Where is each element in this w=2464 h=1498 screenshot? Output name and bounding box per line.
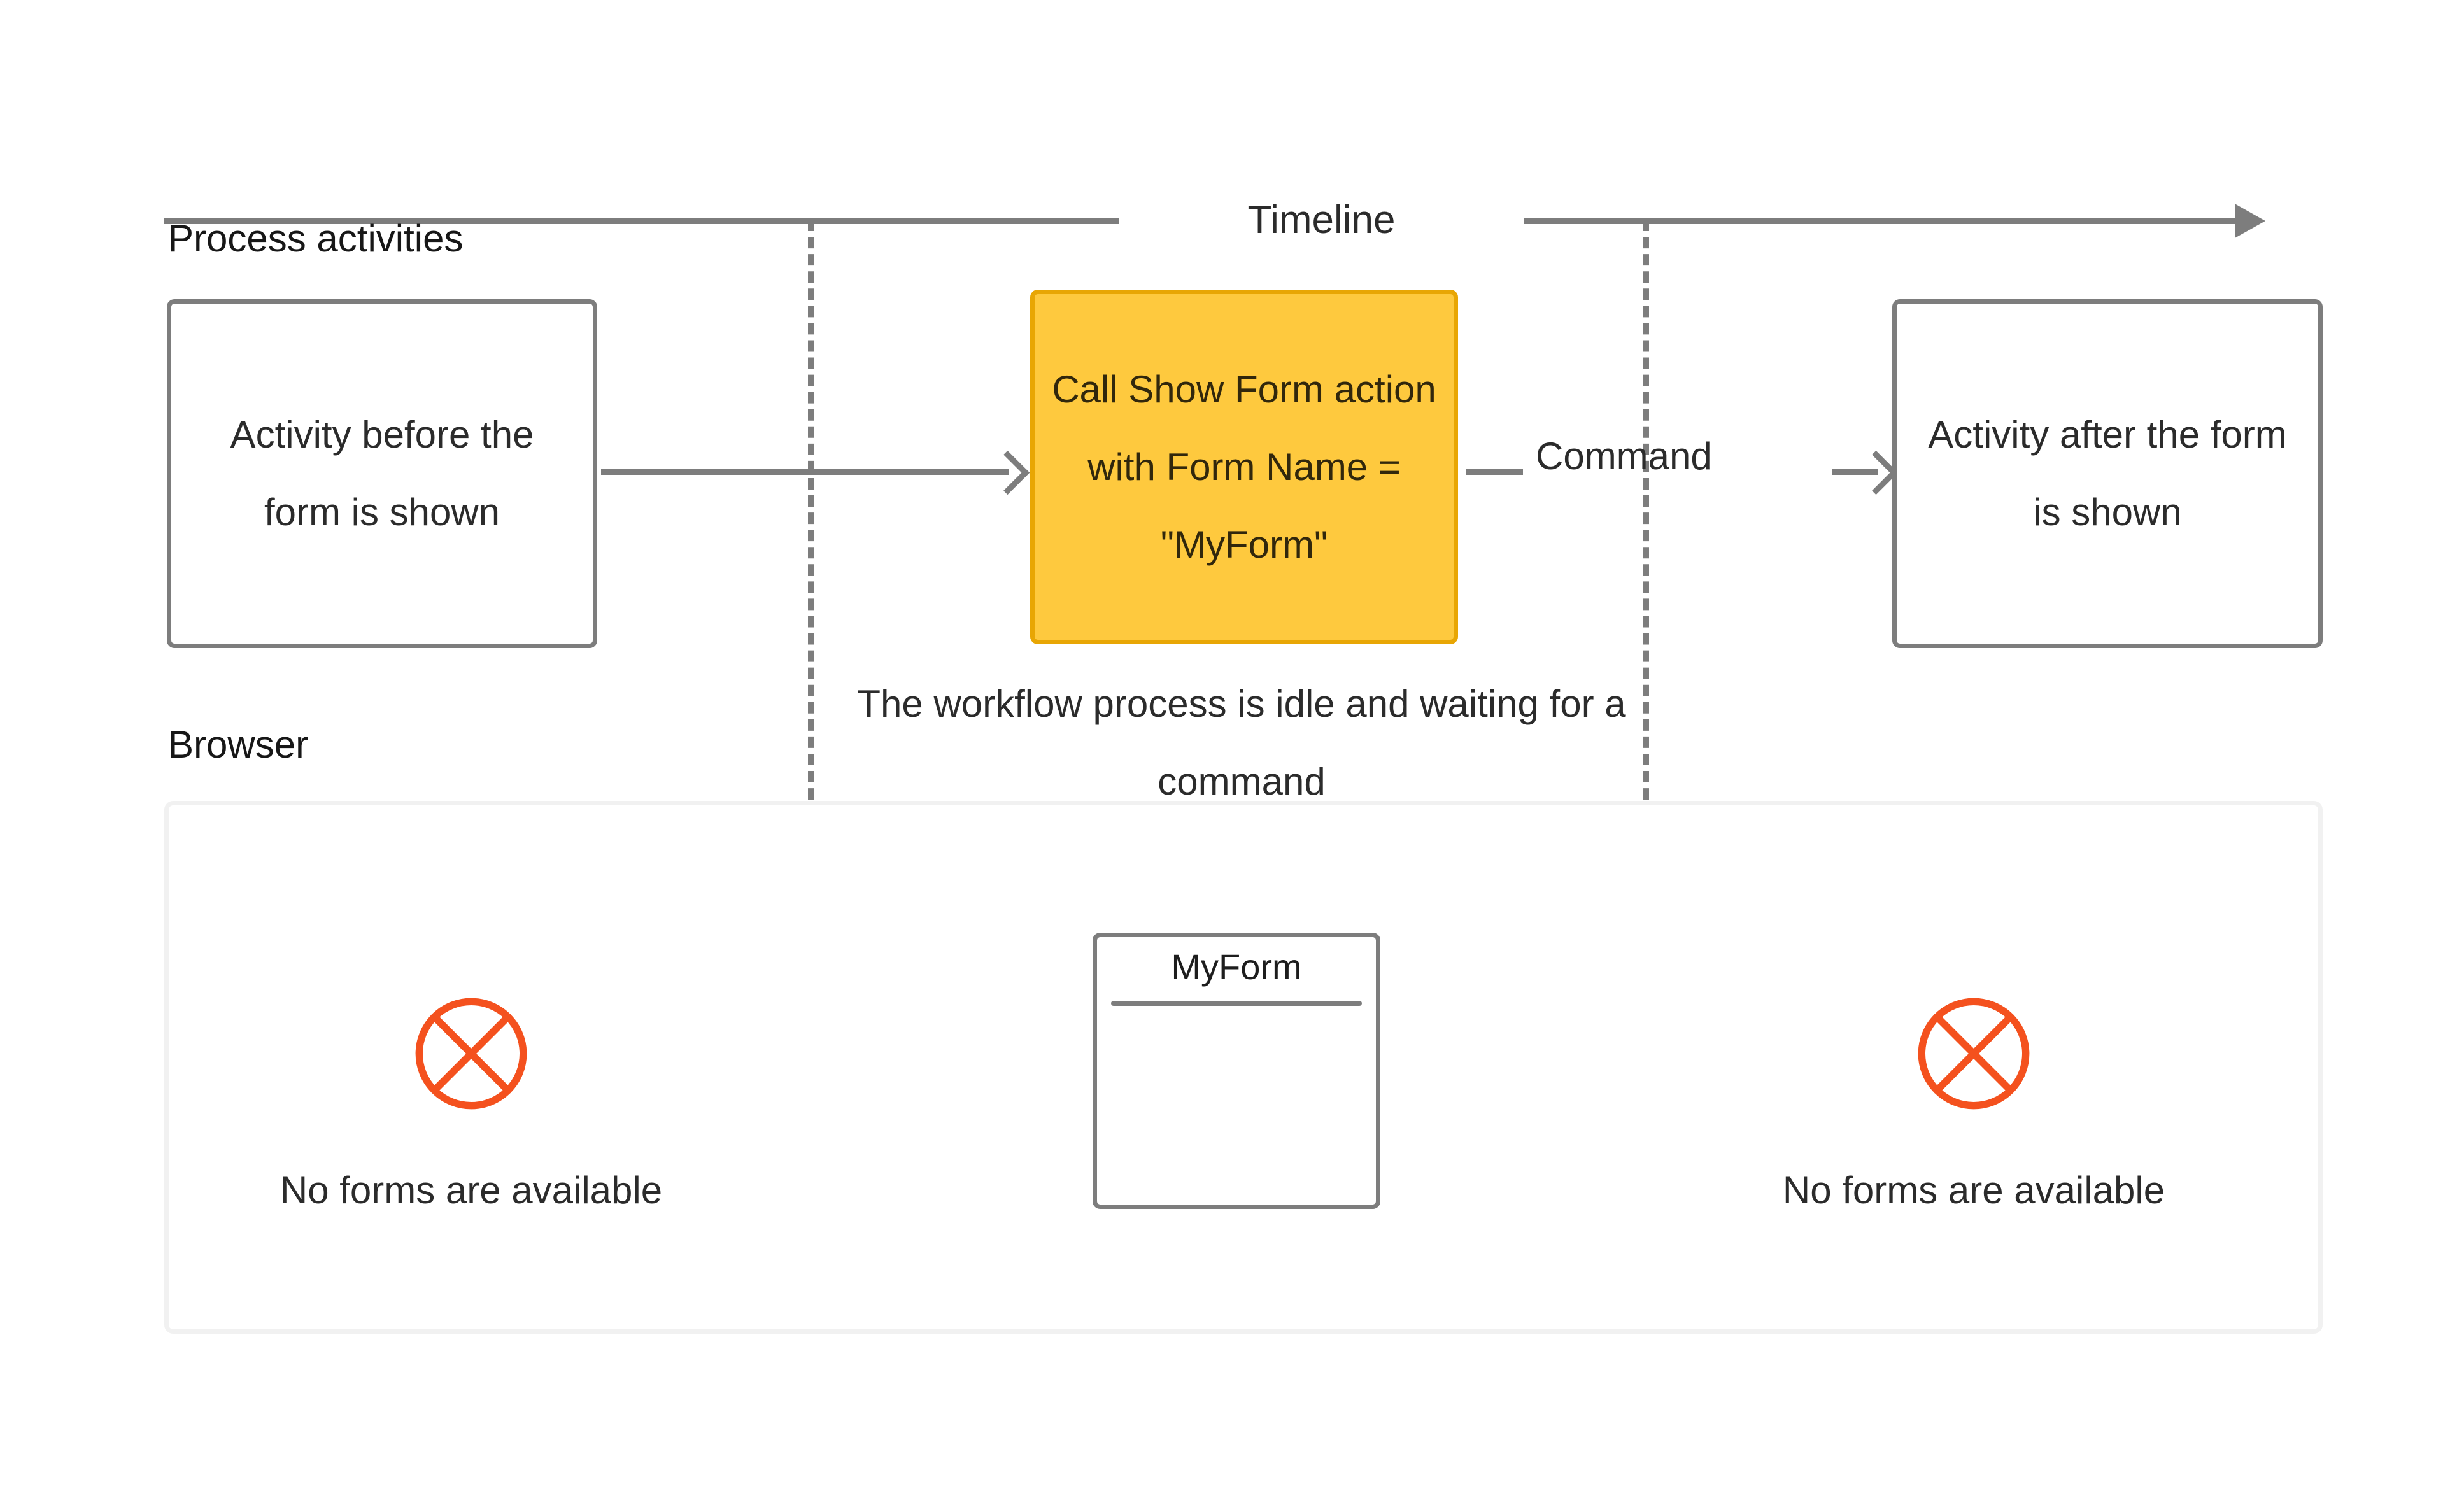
connector-action-to-command xyxy=(1466,469,1523,475)
timeline-line-left-segment xyxy=(164,218,1119,224)
arrowhead-icon-1 xyxy=(985,450,1030,495)
no-forms-circle-x-icon xyxy=(415,998,527,1110)
timeline-label: Timeline xyxy=(1119,191,1524,250)
arrowhead-icon-2 xyxy=(1853,450,1899,495)
timeline: Timeline xyxy=(164,191,2278,250)
no-forms-circle-x-icon xyxy=(1918,998,2030,1110)
call-show-form-action-box: Call Show Form action with Form Name = "… xyxy=(1030,290,1458,644)
process-activities-label: Process activities xyxy=(168,217,464,260)
timeline-divider-1 xyxy=(808,220,814,1334)
timeline-divider-2 xyxy=(1643,220,1649,1334)
myform-window[interactable]: MyForm xyxy=(1093,933,1380,1209)
connector-before-to-action xyxy=(601,469,1009,475)
myform-title: MyForm xyxy=(1171,947,1302,987)
browser-label: Browser xyxy=(168,723,309,766)
no-forms-caption-left: No forms are available xyxy=(280,1169,663,1212)
browser-cell-right: No forms are available xyxy=(1710,993,2238,1212)
myform-title-divider xyxy=(1111,1001,1362,1006)
command-label: Command xyxy=(1536,435,1712,477)
browser-cell-left: No forms are available xyxy=(207,993,735,1212)
idle-note: The workflow process is idle and waiting… xyxy=(857,682,1626,803)
timeline-arrowhead-icon xyxy=(2235,204,2265,238)
no-forms-caption-right: No forms are available xyxy=(1782,1169,2165,1212)
activity-box-before: Activity before the form is shown xyxy=(167,299,597,648)
timeline-line-right-segment xyxy=(1524,218,2237,224)
connector-command-to-after xyxy=(1832,469,1878,475)
activity-box-after: Activity after the form is shown xyxy=(1892,299,2323,648)
